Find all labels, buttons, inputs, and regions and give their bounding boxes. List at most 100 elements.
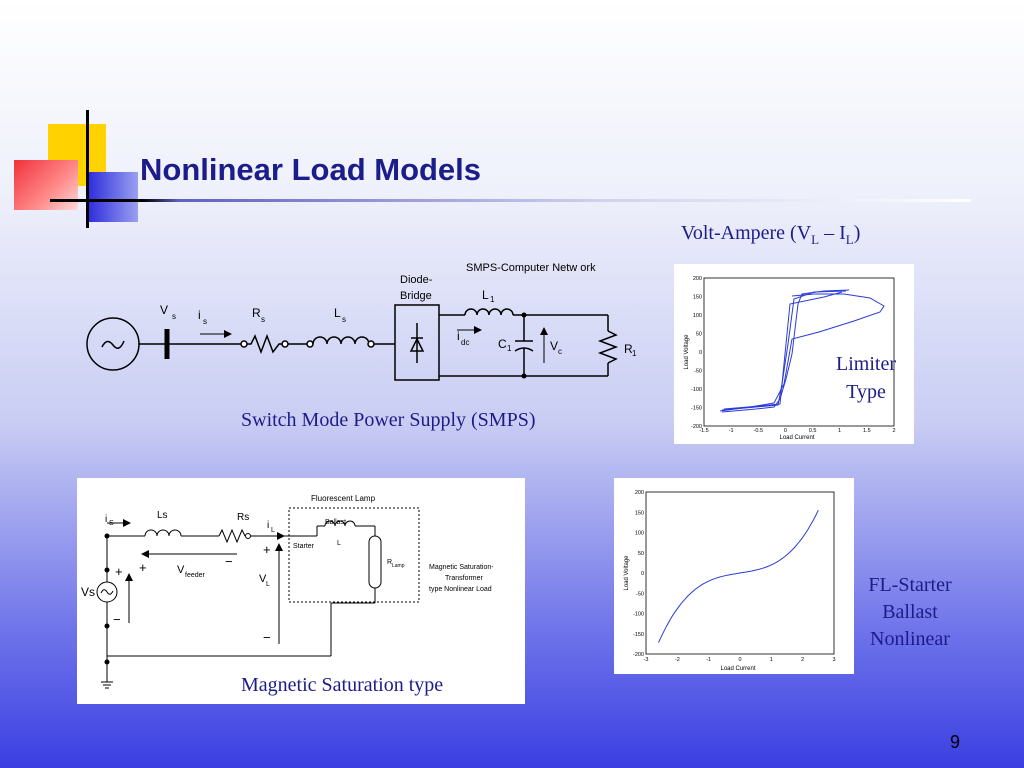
ls-label: Ls: [157, 510, 168, 521]
bridge-label: Diode-: [400, 274, 433, 286]
limiter-y-tick: 150: [693, 295, 702, 301]
svg-text:+: +: [263, 542, 271, 557]
fl-x-tick: -1: [706, 657, 711, 663]
svg-text:1: 1: [507, 344, 512, 353]
ballast-inductor: [324, 520, 356, 527]
svg-text:dc: dc: [461, 338, 469, 347]
fl-y-tick: -150: [633, 632, 644, 638]
svg-text:L: L: [266, 581, 270, 588]
magnetic-saturation-caption: Magnetic Saturation type: [241, 674, 444, 696]
svg-text:feeder: feeder: [185, 572, 206, 579]
fl-y-tick: -50: [636, 591, 644, 597]
diode-icon: [409, 337, 425, 352]
l1-label: L: [482, 288, 489, 302]
vs-label: Vs: [81, 585, 95, 599]
magnetic-saturation-circuit: i S Ls Rs i L Fluorescent Lamp Ballast L…: [81, 494, 494, 689]
fl-x-tick: 1: [770, 657, 773, 663]
fl-y-tick: 50: [638, 551, 644, 557]
limiter-xlabel: Load Current: [779, 435, 814, 441]
r1-label: R: [624, 342, 633, 356]
vc-label: V: [550, 339, 558, 353]
fl-y-tick: -200: [633, 652, 644, 658]
logo-blue-square: [88, 172, 138, 222]
rs-resistor: [218, 528, 246, 544]
fl-y-tick: 100: [635, 531, 644, 537]
page-number: 9: [950, 732, 961, 752]
limiter-ylabel: Load Voltage: [684, 334, 690, 370]
svg-text:L: L: [271, 527, 275, 534]
limiter-x-tick: 0: [784, 428, 787, 434]
svg-text:1: 1: [490, 295, 495, 304]
limiter-y-tick: 200: [693, 276, 702, 282]
svg-text:s: s: [342, 315, 346, 324]
limiter-x-tick: -1: [729, 428, 734, 434]
svg-text:+: +: [115, 564, 123, 579]
lamp-title: Fluorescent Lamp: [311, 494, 376, 503]
limiter-x-tick: 1: [838, 428, 841, 434]
lamp-tube: [368, 535, 382, 589]
ls-inductor: [144, 529, 182, 537]
l1-inductor: [464, 308, 514, 316]
limiter-y-tick: 50: [696, 332, 702, 338]
diode-bridge-box: [394, 304, 440, 381]
svg-text:s: s: [261, 315, 265, 324]
page-title: Nonlinear Load Models: [140, 152, 482, 187]
svg-text:s: s: [172, 312, 176, 321]
fl-x-tick: -2: [675, 657, 680, 663]
magnetic-saturation-panel: i S Ls Rs i L Fluorescent Lamp Ballast L…: [77, 478, 525, 704]
vl-label: V: [259, 573, 267, 585]
smps-caption: Switch Mode Power Supply (SMPS): [241, 409, 536, 431]
ballast-label: Ballast: [325, 519, 346, 526]
svg-text:−: −: [225, 554, 233, 569]
limiter-y-tick: 100: [693, 313, 702, 319]
limiter-y-tick: -50: [694, 369, 702, 375]
svg-text:S: S: [109, 520, 114, 527]
limiter-x-tick: -1.5: [699, 428, 708, 434]
vfeeder-label: V: [177, 564, 185, 576]
rlamp-label: R: [387, 559, 392, 566]
limiter-x-tick: 2: [892, 428, 895, 434]
svg-text:Transformer: Transformer: [445, 575, 484, 582]
idc-label: i: [457, 329, 460, 343]
limiter-x-tick: 0.5: [809, 428, 817, 434]
limiter-y-tick: 0: [699, 350, 702, 356]
svg-text:−: −: [263, 630, 271, 645]
svg-text:Bridge: Bridge: [400, 290, 432, 302]
fl-x-tick: -3: [644, 657, 649, 663]
svg-text:+: +: [139, 560, 147, 575]
is-label: i: [105, 514, 107, 525]
r1-resistor: [597, 330, 619, 364]
is-label: i: [198, 308, 201, 322]
svg-text:Lamp: Lamp: [392, 563, 405, 569]
fluorescent-lamp-box: [288, 507, 420, 603]
svg-text:L: L: [337, 540, 341, 547]
vs-label: V: [160, 303, 168, 317]
fl-x-tick: 2: [801, 657, 804, 663]
title-underline: [50, 199, 971, 202]
fl-ylabel: Load Voltage: [624, 555, 630, 591]
svg-text:−: −: [113, 612, 121, 627]
limiter-x-tick: 1.5: [863, 428, 871, 434]
fl-x-tick: 3: [832, 657, 835, 663]
ls-label: L: [334, 306, 341, 320]
limiter-y-tick: -200: [691, 424, 702, 430]
svg-text:c: c: [558, 347, 562, 356]
fl-curve: [658, 509, 819, 643]
limiter-curve: [719, 289, 885, 413]
mag-desc: Magnetic Saturation-: [429, 564, 494, 571]
rs-label: Rs: [237, 512, 249, 523]
smps-circuit-diagram: V s i s R s L s Diode- Bridge SMPS-Compu…: [86, 262, 637, 381]
fl-xlabel: Load Current: [720, 666, 755, 672]
logo-red-square: [14, 160, 78, 210]
limiter-x-tick: -0.5: [754, 428, 763, 434]
svg-text:s: s: [203, 317, 207, 326]
network-title: SMPS-Computer Netw ork: [466, 262, 596, 274]
fl-y-tick: 200: [635, 490, 644, 496]
volt-ampere-heading: Volt-Ampere (VL – IL): [681, 222, 861, 247]
